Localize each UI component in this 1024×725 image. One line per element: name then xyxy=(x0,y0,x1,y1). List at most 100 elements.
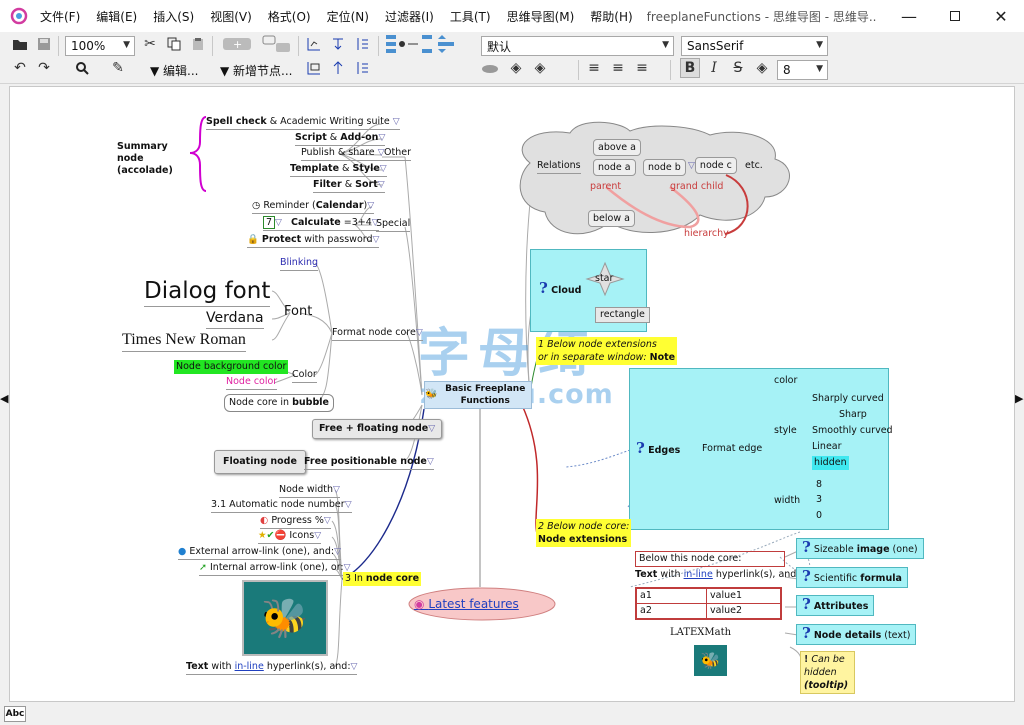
left-panel-handle-icon[interactable]: ◀ xyxy=(0,392,9,405)
edge-style-sharply-curved[interactable]: Sharply curved xyxy=(812,393,884,404)
add-node-icon[interactable]: + xyxy=(220,34,254,54)
node-note2[interactable]: 2 Below node core:Node extensions xyxy=(536,519,632,547)
menu-format[interactable]: 格式(O) xyxy=(267,9,311,24)
move-icon[interactable] xyxy=(328,58,348,78)
menu-navigate[interactable]: 定位(N) xyxy=(326,9,369,24)
node-attributes[interactable]: ? Attributes xyxy=(796,595,875,616)
cloud-icon[interactable] xyxy=(480,58,500,78)
root-node[interactable]: 🐝 Basic Freeplane Functions xyxy=(424,381,532,409)
open-folder-icon[interactable] xyxy=(10,34,30,54)
layout-icon[interactable] xyxy=(304,34,324,54)
minimize-icon[interactable]: — xyxy=(901,6,917,26)
copy-icon[interactable] xyxy=(164,34,184,54)
fold-icon[interactable] xyxy=(328,34,348,54)
node-calculate[interactable]: 7▽ Calculate =3+4▽ xyxy=(263,216,379,231)
menu-insert[interactable]: 插入(S) xyxy=(153,9,195,24)
node-b[interactable]: node b xyxy=(643,159,686,176)
align-center-icon[interactable]: ≡ xyxy=(612,60,624,76)
node-below-core-title[interactable]: Below this node core: xyxy=(635,551,785,567)
node-c-wrapper[interactable]: ▽node c xyxy=(688,157,737,174)
unfold-icon[interactable] xyxy=(352,34,372,54)
edge-style-linear[interactable]: Linear xyxy=(812,441,842,452)
zoom-select[interactable]: 100%▼ xyxy=(65,36,135,56)
menu-edit[interactable]: 编辑(E) xyxy=(96,9,138,24)
node-special[interactable]: Special xyxy=(376,218,411,232)
node-edge-color[interactable]: color xyxy=(774,375,798,386)
node-template-style[interactable]: Template & Style▽ xyxy=(290,163,387,177)
node-times[interactable]: Times New Roman xyxy=(122,330,246,352)
latest-features-link[interactable]: ◉ Latest features xyxy=(414,597,519,611)
node-font[interactable]: Font xyxy=(284,304,313,319)
node-edge-style[interactable]: style xyxy=(774,425,797,436)
search-icon[interactable] xyxy=(72,58,92,78)
node-external-link[interactable]: ● External arrow-link (one), and:▽ xyxy=(178,546,341,560)
node-color[interactable]: Color xyxy=(292,369,317,383)
close-icon[interactable]: ✕ xyxy=(994,6,1008,26)
node-above-a[interactable]: above a xyxy=(593,139,641,156)
node-publish-share[interactable]: Publish & share ▽ xyxy=(301,147,385,161)
node-other[interactable]: Other xyxy=(384,147,411,161)
add-child-node-icon[interactable] xyxy=(260,34,294,54)
node-text-hyperlink[interactable]: Text with in-line hyperlink(s), and:▽ xyxy=(186,661,358,675)
align-left-icon[interactable]: ≡ xyxy=(588,60,600,76)
new-node-dropdown[interactable]: ▼ 新增节点... xyxy=(220,64,293,78)
font-family-select[interactable]: SansSerif▼ xyxy=(681,36,828,56)
edit-dropdown[interactable]: ▼ 编辑... xyxy=(150,64,199,78)
bold-icon[interactable]: B xyxy=(680,58,700,78)
style-select[interactable]: 默认▼ xyxy=(481,36,674,56)
bee-image[interactable]: 🐝 xyxy=(242,580,328,656)
node-format-core[interactable]: Format node core▽ xyxy=(332,327,423,341)
node-details[interactable]: ? Node details (text) xyxy=(796,624,917,645)
fill-color-icon[interactable]: ◈ xyxy=(510,60,522,76)
layout-2-icon[interactable] xyxy=(304,58,324,78)
maximize-icon[interactable] xyxy=(932,0,978,32)
node-spell-check[interactable]: Spell check & Academic Writing suite ▽ xyxy=(206,116,400,130)
menu-file[interactable]: 文件(F) xyxy=(40,9,81,24)
node-sizeable-image[interactable]: ? Sizeable image (one) xyxy=(796,538,924,559)
strikethrough-icon[interactable]: S xyxy=(733,60,743,76)
node-node-color[interactable]: Node color xyxy=(226,376,278,390)
sort-icon[interactable] xyxy=(352,58,372,78)
menu-tools[interactable]: 工具(T) xyxy=(449,9,491,24)
node-verdana[interactable]: Verdana xyxy=(206,309,264,329)
node-floating[interactable]: Floating node xyxy=(214,450,306,474)
edge-style-smoothly-curved[interactable]: Smoothly curved xyxy=(812,425,893,436)
node-c[interactable]: node c xyxy=(694,157,737,174)
undo-icon[interactable]: ↶ xyxy=(14,60,26,76)
mind-map-canvas[interactable]: 字母绮 zimupu.com 🐝 Basic Freeplane Functio… xyxy=(9,86,1015,702)
node-below-a[interactable]: below a xyxy=(588,210,635,227)
menu-filter[interactable]: 过滤器(I) xyxy=(384,9,434,24)
align-right-icon[interactable]: ≡ xyxy=(636,60,648,76)
node-icons[interactable]: ★✔⛔ Icons▽ xyxy=(258,530,322,544)
node-dialog-font[interactable]: Dialog font xyxy=(144,277,271,307)
save-icon[interactable] xyxy=(34,34,54,54)
bee-thumbnail[interactable]: 🐝 xyxy=(694,645,727,676)
menu-help[interactable]: 帮助(H) xyxy=(590,9,633,24)
node-blinking[interactable]: Blinking xyxy=(280,257,319,271)
node-navigation-icon[interactable] xyxy=(386,34,472,54)
edge-width-3[interactable]: 3 xyxy=(816,494,823,505)
edge-width-8[interactable]: 8 xyxy=(816,479,823,490)
edge-style-hidden[interactable]: hidden xyxy=(812,456,849,470)
node-auto-number[interactable]: 3.1 Automatic node number▽ xyxy=(211,499,352,513)
node-a[interactable]: node a xyxy=(593,159,636,176)
node-star[interactable]: star xyxy=(595,273,614,284)
node-edge-width[interactable]: width xyxy=(774,495,801,506)
redo-icon[interactable]: ↷ xyxy=(38,60,50,76)
node-script-addon[interactable]: Script & Add-on▽ xyxy=(295,132,386,146)
edge-width-0[interactable]: 0 xyxy=(816,510,823,521)
node-below-core-text[interactable]: Text with in-line hyperlink(s), and: xyxy=(635,569,800,580)
node-internal-link[interactable]: ➚ Internal arrow-link (one), or:▽ xyxy=(199,562,351,576)
node-free-floating[interactable]: Free + floating node▽ xyxy=(312,419,443,439)
menu-maps[interactable]: 思维导图(M) xyxy=(506,9,575,24)
right-panel-handle-icon[interactable]: ▶ xyxy=(1015,392,1024,405)
node-progress[interactable]: ◐ Progress %▽ xyxy=(260,515,331,529)
italic-icon[interactable]: I xyxy=(711,60,717,76)
node-width-item[interactable]: Node width▽ xyxy=(279,484,340,498)
summary-node[interactable]: Summary node (accolade) xyxy=(117,141,173,176)
node-protect[interactable]: 🔒 Protect with password▽ xyxy=(247,234,380,248)
menu-view[interactable]: 视图(V) xyxy=(210,9,252,24)
node-filter-sort[interactable]: Filter & Sort▽ xyxy=(313,179,385,193)
text-color-icon[interactable]: ◈ xyxy=(534,60,546,76)
